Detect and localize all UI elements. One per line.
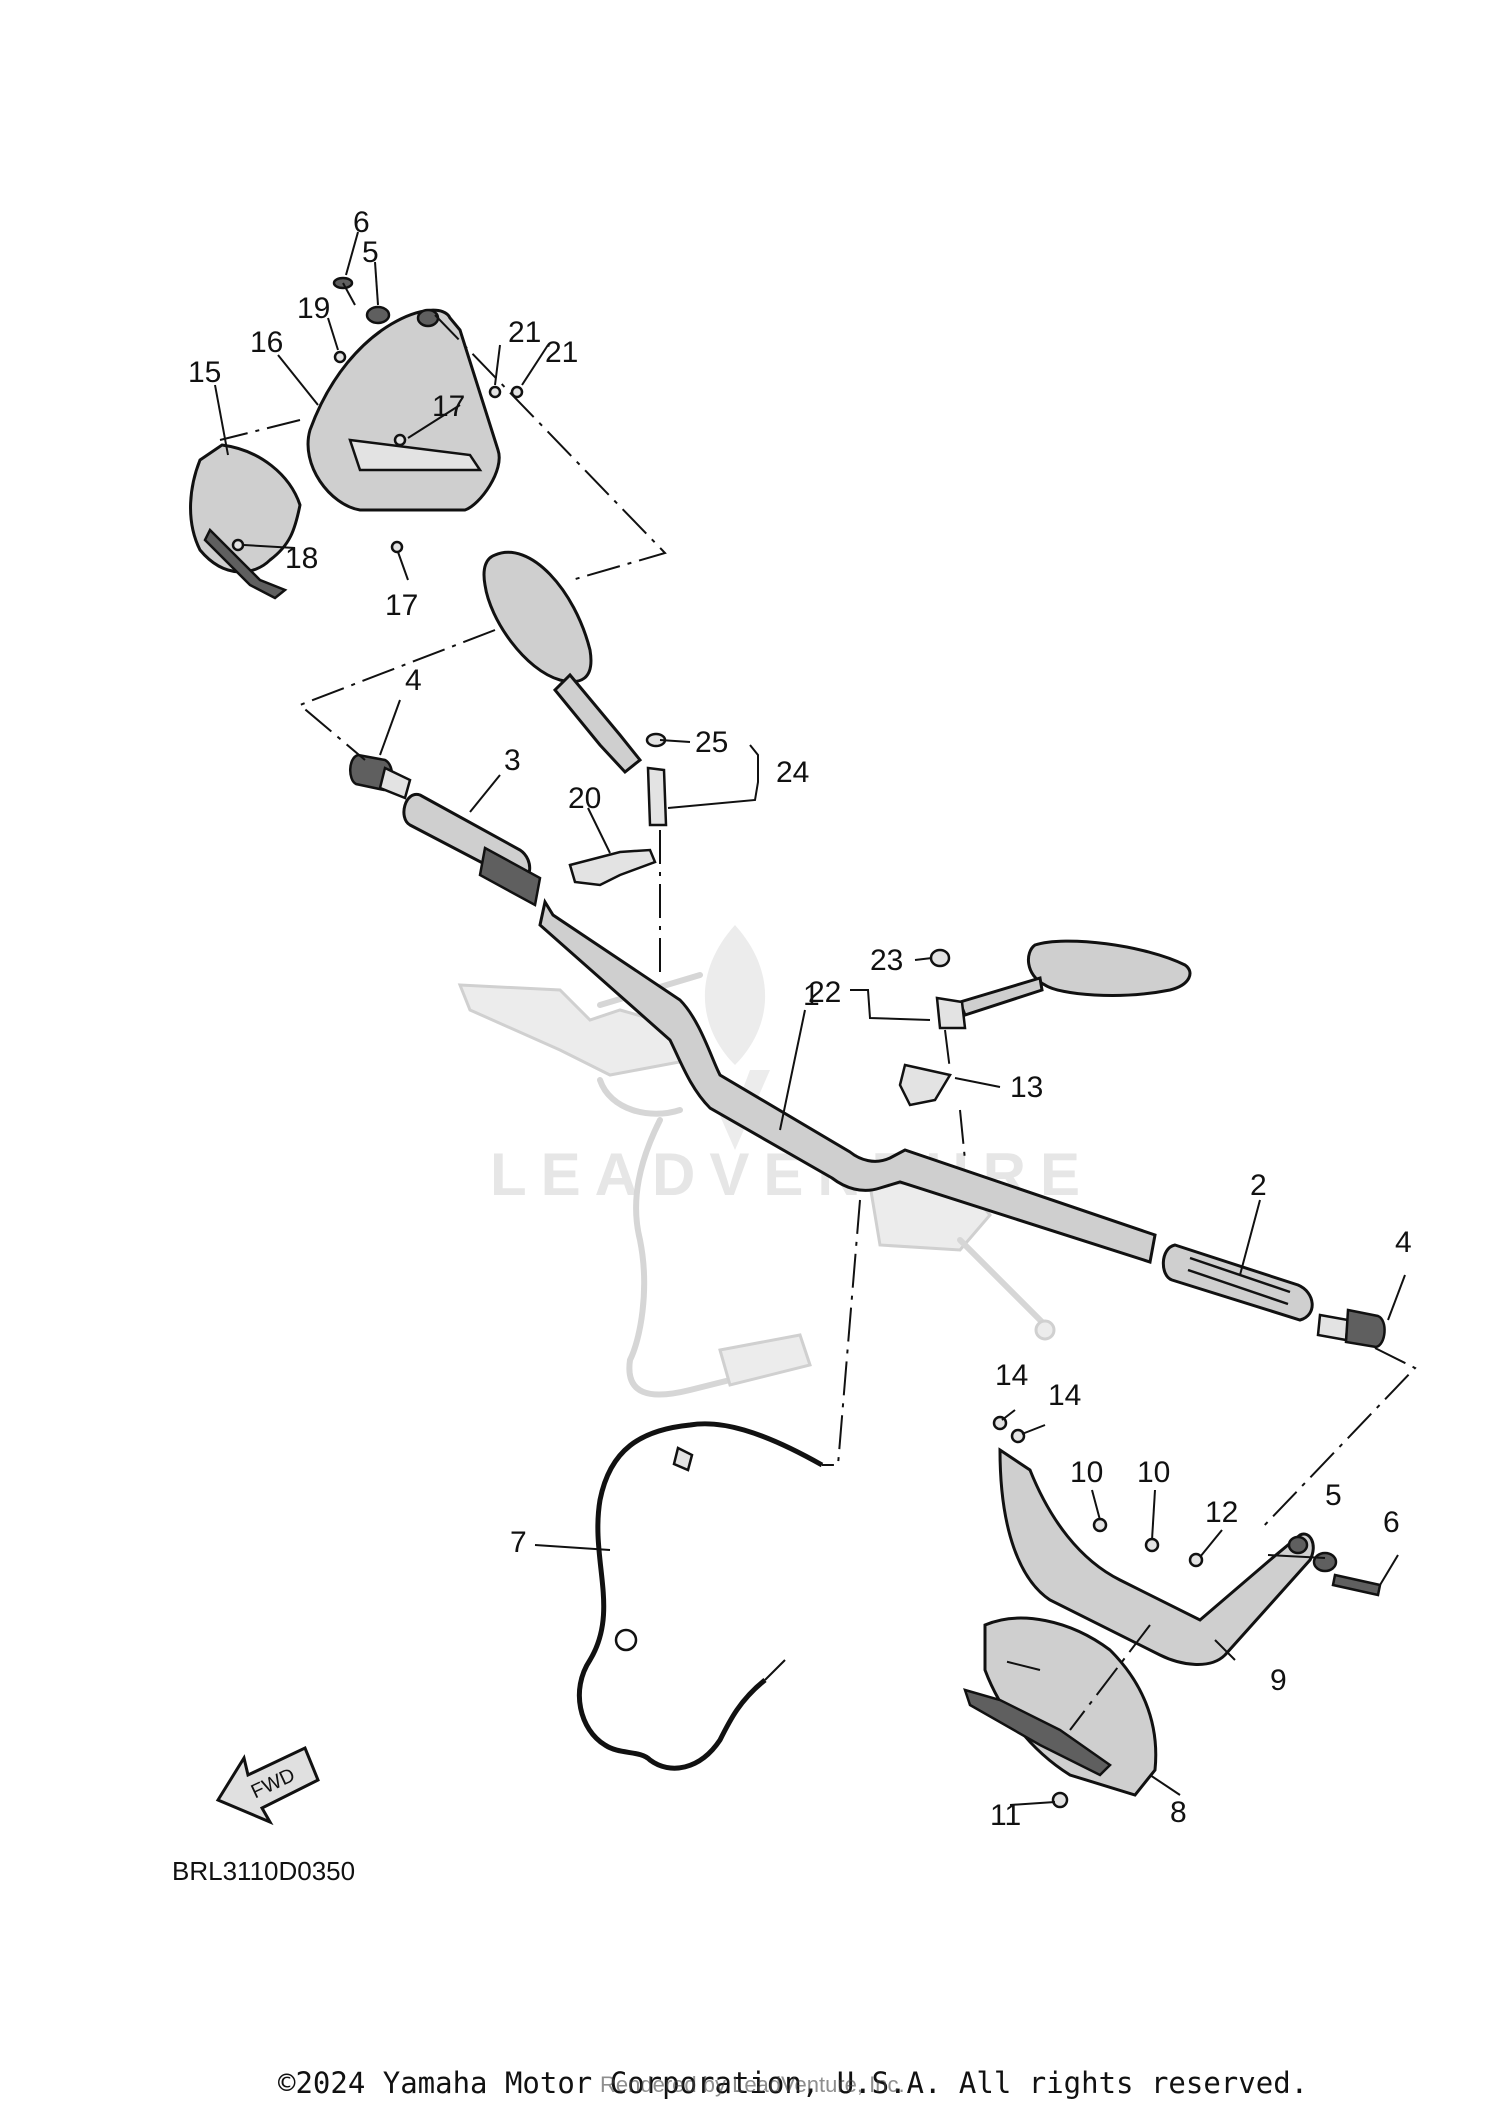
assembly-lines: [219, 314, 1417, 1731]
callout-10-a: 10: [1070, 1456, 1103, 1489]
callout-24: 24: [776, 756, 809, 789]
nut-21-b: [510, 385, 524, 399]
callout-23: 23: [870, 944, 903, 977]
left-rear-view-mirror: [482, 550, 643, 775]
nut-12: [1188, 1552, 1204, 1568]
collar-5-right: [1312, 1551, 1338, 1573]
callout-14-a: 14: [995, 1359, 1028, 1392]
callout-12: 12: [1205, 1496, 1238, 1529]
screw-10-b: [1144, 1537, 1160, 1553]
forward-direction-arrow: FWD: [215, 1745, 320, 1826]
screw-18: [231, 538, 245, 552]
fasteners: [231, 276, 1382, 1809]
callout-20: 20: [568, 782, 601, 815]
left-mirror-bracket: [568, 848, 657, 887]
screw-10-a: [1092, 1517, 1108, 1533]
callout-4-right: 4: [1395, 1226, 1412, 1259]
callout-8: 8: [1170, 1796, 1187, 1829]
rendered-by-notice: Rendered by LeadVenture, Inc.: [600, 2072, 905, 2097]
callout-numbers: 1 2 3 4 4 5 5 6 6 7 8 9 10 10 11 12 13 1…: [188, 206, 1412, 1832]
collar-5-left: [365, 305, 391, 325]
callout-5-left: 5: [362, 236, 379, 269]
callout-13: 13: [1010, 1071, 1043, 1104]
leader-lines: [214, 231, 1406, 1806]
callout-11: 11: [990, 1799, 1021, 1832]
right-rear-view-mirror: [929, 939, 1192, 1030]
left-grip-throttle: [402, 793, 542, 907]
callout-17-upper: 17: [432, 390, 465, 423]
callout-9: 9: [1270, 1664, 1287, 1697]
screw-17-lower: [390, 540, 404, 554]
callout-7: 7: [510, 1526, 527, 1559]
callout-10-b: 10: [1137, 1456, 1170, 1489]
left-mirror-adapter: [645, 732, 668, 827]
callout-17-lower: 17: [385, 589, 418, 622]
screw-11: [1051, 1791, 1069, 1809]
left-hand-guard: [306, 308, 501, 512]
callout-25: 25: [695, 726, 728, 759]
right-mirror-bracket: [898, 1063, 952, 1107]
callout-19: 19: [297, 292, 330, 325]
callout-15: 15: [188, 356, 221, 389]
handlebar: [538, 898, 1157, 1264]
right-hand-guard-cover: [963, 1616, 1158, 1797]
callout-14-b: 14: [1048, 1379, 1081, 1412]
callout-5-right: 5: [1325, 1479, 1342, 1512]
screw-6-right: [1331, 1573, 1382, 1597]
callout-1: 1: [803, 979, 820, 1012]
callout-2: 2: [1250, 1169, 1267, 1202]
callout-18: 18: [285, 542, 318, 575]
callout-6-right: 6: [1383, 1506, 1400, 1539]
diagram-code: BRL3110D0350: [172, 1856, 355, 1886]
callout-21-b: 21: [545, 336, 578, 369]
callout-22: 22: [808, 976, 841, 1009]
callout-16: 16: [250, 326, 283, 359]
leadventure-watermark: LEADVENTURE: [490, 925, 1080, 1208]
nut-21-a: [488, 385, 502, 399]
copyright-notice: ©2024 Yamaha Motor Corporation, U.S.A. A…: [278, 2066, 1309, 2100]
right-grip: [1161, 1243, 1314, 1322]
nut-14-b: [1010, 1428, 1026, 1444]
callout-3: 3: [504, 744, 521, 777]
right-bar-end-weight: [1316, 1308, 1386, 1349]
left-bar-end-weight: [349, 753, 412, 800]
callout-21-a: 21: [508, 316, 541, 349]
screw-17-upper: [393, 433, 407, 447]
left-hand-guard-cover: [189, 443, 302, 600]
right-hand-guard: [998, 1447, 1315, 1666]
callout-4-left: 4: [405, 664, 422, 697]
clutch-cable: [576, 1421, 824, 1771]
nut-19: [333, 350, 347, 364]
callout-6-left: 6: [353, 206, 370, 239]
